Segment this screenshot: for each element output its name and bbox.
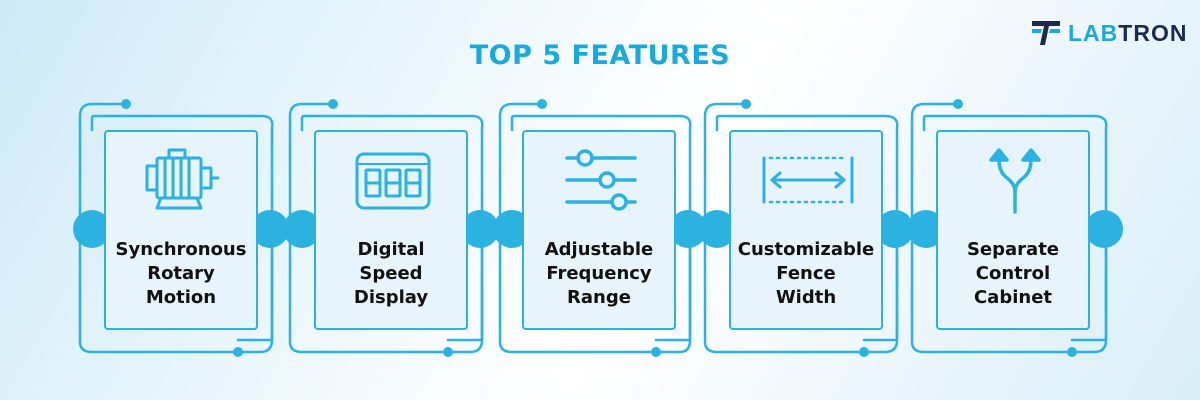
feature-card-separate-control-cabinet: Separate Control Cabinet (936, 130, 1090, 330)
feature-label: Separate Control Cabinet (966, 239, 1060, 308)
labtron-logo: LABTRON (1030, 16, 1195, 50)
feature-label: Digital Speed Display (353, 239, 429, 308)
feature-card-digital-speed-display: Digital Speed Display (314, 130, 468, 330)
feature-card-customizable-fence-width: Customizable Fence Width (729, 130, 883, 330)
logo-text-tron: TRON (1118, 19, 1188, 46)
feature-card-adjustable-frequency-range: Adjustable Frequency Range (522, 130, 676, 330)
feature-label: Synchronous Rotary Motion (115, 239, 247, 308)
digital-display-icon (355, 152, 431, 210)
logo-text-lab: LAB (1068, 19, 1119, 46)
feature-card-synchronous-rotary-motion: Synchronous Rotary Motion (104, 130, 258, 330)
feature-label: Customizable Fence Width (737, 239, 875, 308)
feature-label: Adjustable Frequency Range (544, 239, 654, 308)
page-title: TOP 5 FEATURES (469, 40, 731, 71)
width-arrows-icon (762, 156, 854, 204)
logo-text: LABTRON (1068, 20, 1187, 47)
motor-icon (145, 148, 219, 210)
sliders-icon (565, 149, 637, 211)
split-arrows-icon (989, 148, 1041, 214)
labtron-logo-icon (1032, 21, 1060, 45)
